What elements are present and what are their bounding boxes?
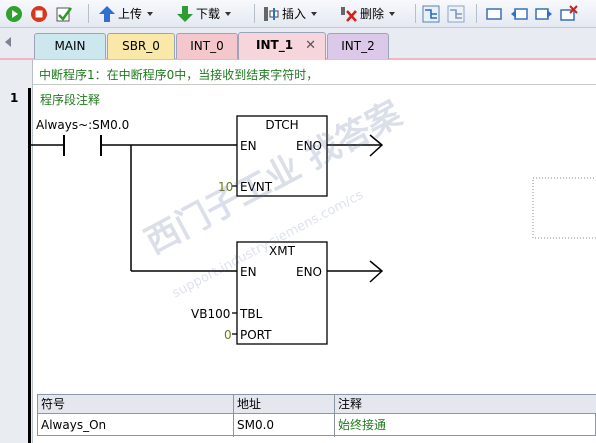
- delete-box-button[interactable]: [560, 3, 578, 24]
- xmt-port-label: PORT: [240, 328, 272, 342]
- program-comment: 中断程序1：在中断程序0中，当接收到结束字符时，: [39, 68, 319, 82]
- row-address[interactable]: SM0.0: [237, 418, 275, 432]
- upload-label: 上传: [118, 7, 143, 21]
- dtch-en-label: EN: [240, 139, 257, 153]
- insert-label: 插入: [282, 7, 307, 21]
- arrow-right-box-icon: [535, 5, 553, 23]
- upload-button[interactable]: 上传: [98, 3, 154, 24]
- power-rail: [28, 88, 31, 443]
- toolbar-separator: [88, 4, 89, 23]
- delete-dropdown-icon[interactable]: [389, 11, 396, 16]
- network-comment[interactable]: 程序段注释: [40, 93, 101, 107]
- xmt-eno-label: ENO: [296, 265, 323, 279]
- xmt-tbl-label: TBL: [240, 307, 263, 321]
- delete-label: 删除: [360, 7, 385, 21]
- tab-label: INT_0: [190, 39, 224, 53]
- download-button[interactable]: 下载: [176, 3, 232, 24]
- network-branch-button[interactable]: [422, 3, 440, 24]
- row-comment[interactable]: 始终接通: [338, 418, 387, 432]
- stop-button[interactable]: [30, 3, 48, 24]
- toolbar-separator: [415, 4, 416, 23]
- delete-box-icon: [560, 4, 578, 23]
- tab-int-1[interactable]: INT_1 ✕: [238, 32, 326, 60]
- header-symbol[interactable]: 符号: [41, 397, 66, 411]
- insert-left-button[interactable]: [510, 3, 528, 24]
- toolbar: 上传 下载 插入 删除: [0, 0, 596, 28]
- dtch-evnt-label: EVNT: [240, 180, 273, 194]
- xmt-title: XMT: [269, 244, 295, 258]
- delete-button[interactable]: 删除: [340, 3, 396, 24]
- tab-label: INT_2: [341, 39, 375, 53]
- arrow-left-box-icon: [510, 5, 528, 23]
- network-merge-button[interactable]: [447, 3, 465, 24]
- network-number: 1: [10, 91, 19, 105]
- xmt-port-value[interactable]: 0: [224, 328, 232, 342]
- xmt-tbl-value[interactable]: VB100: [191, 307, 231, 321]
- insert-button[interactable]: 插入: [262, 3, 318, 24]
- network-branch-icon: [422, 5, 440, 23]
- insert-box-button[interactable]: [485, 3, 503, 24]
- close-tab-icon[interactable]: ✕: [305, 38, 316, 53]
- dtch-eno-label: ENO: [296, 139, 323, 153]
- download-dropdown-icon[interactable]: [225, 11, 232, 16]
- symbol-table: 符号 地址 注释 Always_On SM0.0 始终接通: [37, 394, 596, 437]
- dtch-title: DTCH: [265, 118, 299, 132]
- network-merge-icon: [447, 5, 465, 23]
- xmt-en-label: EN: [240, 265, 257, 279]
- contact-label: Always~:SM0.0: [36, 118, 130, 132]
- compile-button[interactable]: [55, 3, 73, 24]
- insert-icon: [262, 5, 280, 23]
- insert-dropdown-icon[interactable]: [311, 11, 318, 16]
- stop-icon: [30, 5, 48, 23]
- download-label: 下载: [196, 7, 221, 21]
- download-arrow-icon: [176, 5, 194, 23]
- toolbar-separator: [476, 4, 477, 23]
- row-symbol[interactable]: Always_On: [41, 418, 107, 432]
- toolbar-separator: [254, 4, 255, 23]
- dtch-evnt-value[interactable]: 10: [218, 180, 234, 194]
- column-divider: [334, 395, 335, 437]
- delete-icon: [340, 5, 358, 23]
- compile-check-icon: [55, 5, 73, 23]
- header-comment[interactable]: 注释: [338, 397, 363, 411]
- network-gutter: [0, 60, 33, 443]
- tab-label: MAIN: [54, 39, 86, 53]
- ladder-wiring: [31, 115, 596, 345]
- box-icon: [485, 5, 503, 23]
- tab-sbr-0[interactable]: SBR_0: [107, 33, 175, 59]
- upload-dropdown-icon[interactable]: [147, 11, 154, 16]
- tab-label: INT_1: [256, 38, 294, 52]
- header-address[interactable]: 地址: [237, 397, 262, 411]
- tab-strip: MAIN SBR_0 INT_0 INT_1 ✕ INT_2: [0, 28, 596, 60]
- program-comment-row[interactable]: 中断程序1：在中断程序0中，当接收到结束字符时，: [33, 60, 596, 85]
- insert-right-button[interactable]: [535, 3, 553, 24]
- run-icon: [5, 5, 23, 23]
- symbol-table-header: [38, 395, 596, 414]
- tab-main[interactable]: MAIN: [34, 33, 106, 59]
- upload-arrow-icon: [98, 5, 116, 23]
- run-button[interactable]: [5, 3, 23, 24]
- ladder-editor[interactable]: 中断程序1：在中断程序0中，当接收到结束字符时， 1 程序段注释 Always~…: [0, 60, 596, 443]
- tab-int-2[interactable]: INT_2: [327, 33, 389, 59]
- tab-scroll-left-icon[interactable]: [5, 37, 11, 47]
- column-divider: [233, 395, 234, 437]
- tab-int-0[interactable]: INT_0: [176, 33, 238, 59]
- tab-label: SBR_0: [122, 39, 160, 53]
